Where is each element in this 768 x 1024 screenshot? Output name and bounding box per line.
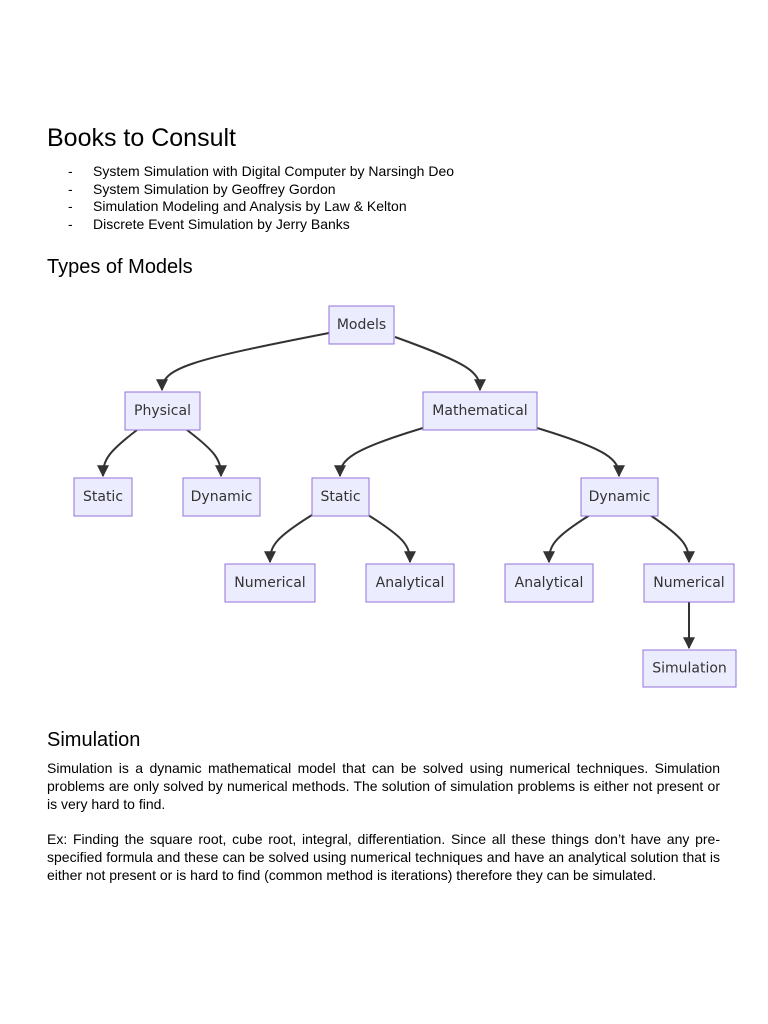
list-item: - Simulation Modeling and Analysis by Law…: [68, 198, 454, 216]
node-label: Analytical: [376, 575, 445, 591]
node-label: Numerical: [653, 575, 724, 591]
simulation-paragraph-2: Ex: Finding the square root, cube root, …: [47, 831, 720, 883]
list-item: - System Simulation by Geoffrey Gordon: [68, 181, 454, 199]
books-list: - System Simulation with Digital Computer…: [68, 163, 454, 234]
node-label: Dynamic: [589, 489, 651, 505]
node-dynamic-numerical: Numerical: [643, 563, 735, 603]
node-label: Mathematical: [432, 403, 527, 419]
node-label: Static: [83, 489, 123, 505]
node-label: Models: [337, 317, 386, 333]
node-static-analytical: Analytical: [365, 563, 455, 603]
node-mathematical: Mathematical: [422, 391, 538, 431]
edge-models-mathematical: [394, 336, 486, 392]
models-heading: Types of Models: [47, 256, 193, 278]
node-label: Physical: [134, 403, 191, 419]
simulation-heading: Simulation: [47, 729, 141, 751]
node-physical: Physical: [124, 391, 201, 431]
list-item-text: System Simulation with Digital Computer …: [93, 163, 455, 179]
list-item-text: System Simulation by Geoffrey Gordon: [93, 180, 336, 197]
node-label: Dynamic: [191, 489, 253, 505]
node-label: Static: [320, 489, 360, 505]
edge-static-analytical: [367, 514, 416, 564]
edge-dynamic-numerical: [649, 514, 695, 564]
edge-static-numerical: [264, 514, 313, 564]
edge-mathematical-static: [334, 427, 424, 478]
node-physical-static: Static: [73, 477, 133, 517]
simulation-paragraph-1: Simulation is a dynamic mathematical mod…: [47, 760, 720, 812]
edge-physical-dynamic: [186, 429, 227, 478]
node-math-static: Static: [311, 477, 370, 517]
node-math-dynamic: Dynamic: [580, 477, 659, 517]
edge-mathematical-dynamic: [536, 427, 625, 478]
edge-dynamic-analytical: [543, 514, 591, 564]
node-label: Analytical: [515, 575, 584, 591]
node-static-numerical: Numerical: [224, 563, 316, 603]
node-physical-dynamic: Dynamic: [182, 477, 261, 517]
list-bullet: -: [68, 216, 73, 233]
list-item: - System Simulation with Digital Computer…: [68, 163, 454, 181]
node-models: Models: [328, 305, 395, 345]
books-heading: Books to Consult: [47, 124, 236, 152]
node-dynamic-analytical: Analytical: [504, 563, 594, 603]
list-item: - Discrete Event Simulation by Jerry Bank…: [68, 216, 454, 234]
node-simulation: Simulation: [642, 649, 737, 688]
list-item-text: Simulation Modeling and Analysis by Law …: [93, 198, 407, 215]
edge-models-physical: [156, 332, 330, 392]
node-label: Simulation: [652, 661, 727, 677]
edge-physical-static: [97, 429, 138, 478]
list-bullet: -: [68, 180, 73, 197]
list-item-text: Discrete Event Simulation by Jerry Banks: [93, 216, 350, 233]
list-bullet: -: [68, 198, 73, 215]
list-bullet: -: [68, 163, 73, 179]
node-label: Numerical: [234, 575, 305, 591]
